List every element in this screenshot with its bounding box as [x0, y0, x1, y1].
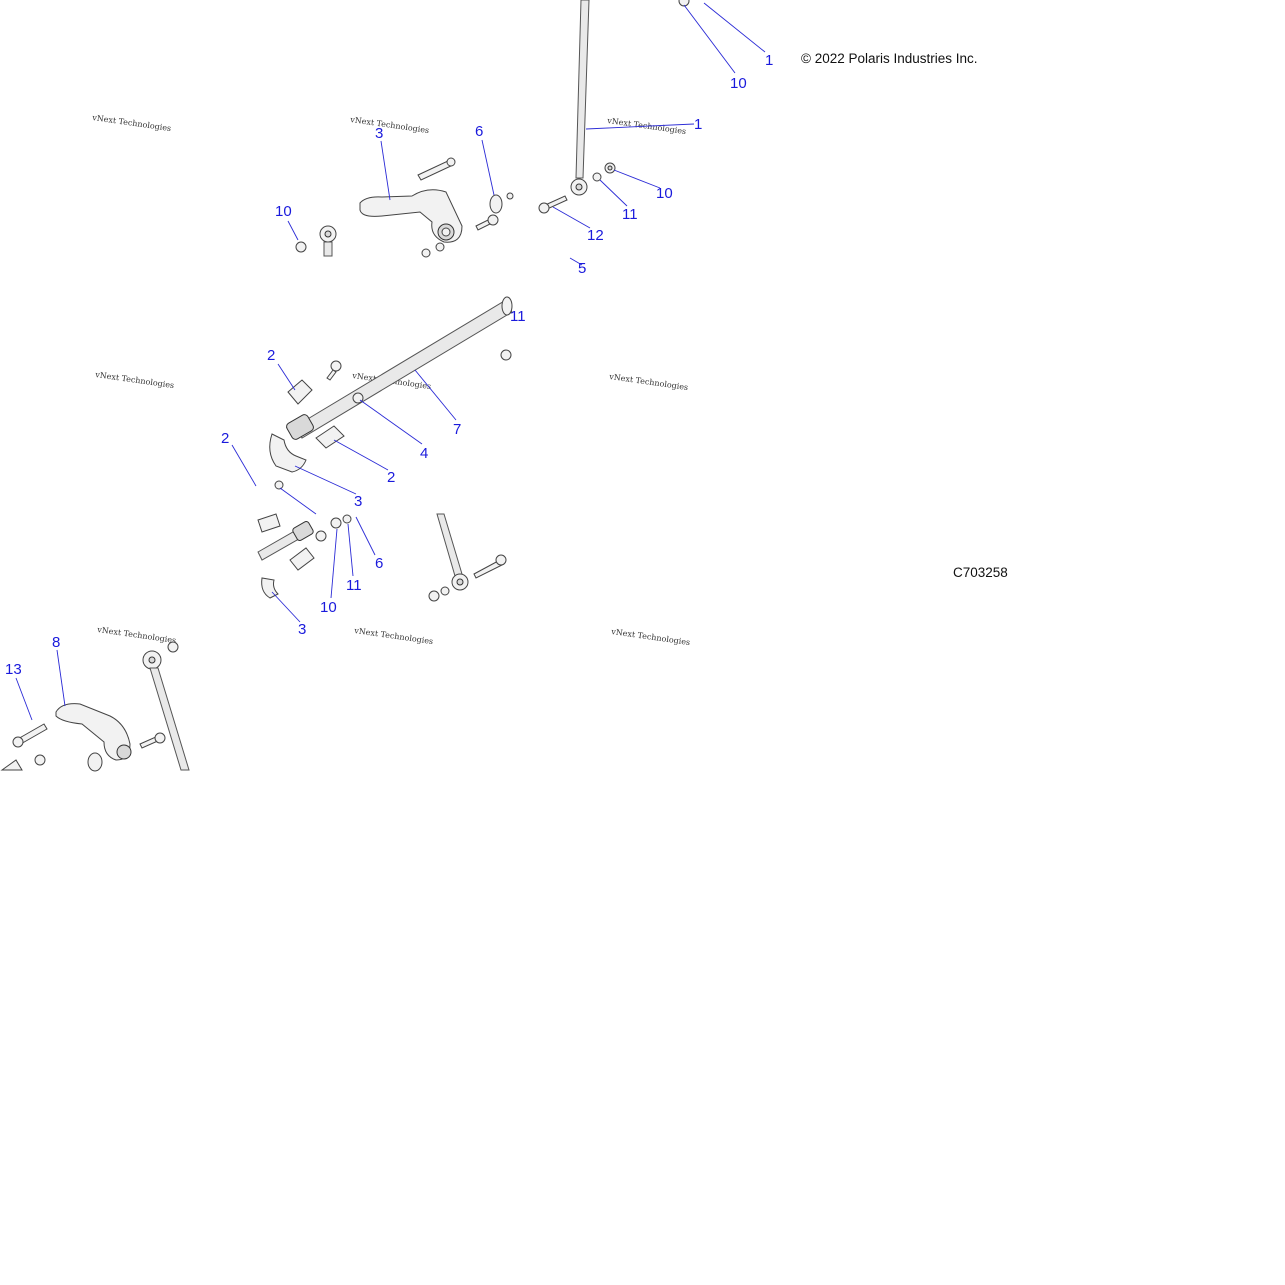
parts-illustration — [0, 0, 690, 772]
watermark: vNext Technologies — [96, 625, 177, 645]
callout-6-upper: 6 — [475, 123, 483, 140]
washer-small — [506, 192, 514, 200]
nut-lower-r — [428, 590, 440, 602]
callout-10-top: 10 — [730, 75, 747, 92]
bolt-lower-head — [495, 554, 507, 566]
link-rod-upper — [575, 0, 590, 179]
watermark: vNext Technologies — [353, 626, 434, 646]
leader-lines — [15, 2, 766, 721]
bolt-12-head — [538, 202, 550, 214]
figure-code: C703258 — [953, 565, 1008, 580]
nut-right — [500, 349, 512, 361]
watermark: vNext Technologies — [610, 627, 691, 647]
washer-10 — [330, 517, 342, 529]
bolt-13-head — [12, 736, 24, 748]
callout-5: 5 — [578, 260, 586, 277]
washer-11 — [342, 514, 352, 524]
callout-7: 7 — [453, 421, 461, 438]
callout-1-top: 1 — [765, 52, 773, 69]
callouts: 1 10 1 3 6 10 10 11 12 5 11 2 7 4 2 2 3 … — [5, 52, 773, 678]
pin-lower — [315, 530, 327, 542]
shift-arm-lower-boss — [116, 744, 132, 760]
copyright-notice: © 2022 Polaris Industries Inc. — [801, 51, 978, 66]
callout-13: 13 — [5, 661, 22, 678]
callout-1: 1 — [694, 116, 702, 133]
callout-8: 8 — [52, 634, 60, 651]
callout-3-middle: 3 — [354, 493, 362, 510]
callout-2-right: 2 — [387, 469, 395, 486]
washer-lower-r — [440, 586, 450, 596]
nut-bore — [607, 165, 613, 171]
o-ring-6 — [489, 194, 503, 214]
callout-11-lower: 11 — [346, 577, 362, 594]
pin-head — [487, 214, 499, 226]
washer-lower-2 — [435, 242, 445, 252]
bracket-lower — [261, 577, 279, 599]
bolt-upper-head — [446, 157, 456, 167]
bushing-2-right — [315, 425, 345, 449]
watermark: vNext Technologies — [349, 115, 430, 135]
shaft-spline — [286, 414, 314, 440]
pin-bottom — [34, 754, 46, 766]
grease-fitting-stem — [326, 369, 337, 381]
link-rod-lower — [436, 513, 463, 577]
rod-end-bottom-bore — [148, 656, 156, 664]
shift-arm-upper-boss-bore — [441, 227, 451, 237]
bracket-3 — [269, 433, 307, 473]
rod-end-upper-bore — [575, 183, 583, 191]
nut-top — [678, 0, 690, 7]
bushing-2-upper — [287, 379, 313, 405]
shift-shaft — [295, 299, 513, 439]
washer-lower — [421, 248, 431, 258]
callout-10-lower: 10 — [320, 599, 337, 616]
rod-end-left-bore — [324, 230, 332, 238]
shift-arm-upper — [359, 189, 463, 243]
bushing-lower-2 — [289, 547, 315, 571]
callout-11-upper: 11 — [622, 206, 638, 223]
callout-10-left: 10 — [275, 203, 292, 220]
callout-2-upper: 2 — [267, 347, 275, 364]
watermark: vNext Technologies — [94, 370, 175, 390]
callout-12: 12 — [587, 227, 604, 244]
nut-bottom — [167, 641, 179, 653]
callout-10-right: 10 — [656, 185, 673, 202]
callout-3-upper: 3 — [375, 125, 383, 142]
rod-end-lower-bore — [456, 578, 464, 586]
callout-3-lower: 3 — [298, 621, 306, 638]
callout-4: 4 — [420, 445, 428, 462]
pin-left-head — [154, 732, 166, 744]
nut-lower-left — [274, 480, 284, 490]
link-rod-bottom — [149, 667, 190, 771]
grease-fitting — [330, 360, 342, 372]
callout-6-lower: 6 — [375, 555, 383, 572]
callout-11-shaft: 11 — [510, 308, 526, 325]
nut-left — [295, 241, 307, 253]
o-ring-lower — [87, 752, 103, 772]
watermark: vNext Technologies — [608, 372, 689, 392]
rod-stub-left — [323, 241, 333, 257]
spline-lower — [292, 521, 314, 541]
bushing-lower — [257, 513, 281, 533]
watermark: vNext Technologies — [91, 113, 172, 133]
callout-2-left: 2 — [221, 430, 229, 447]
shaft-end-cap — [501, 296, 513, 316]
bushing-bottom — [0, 759, 23, 771]
washer — [592, 172, 602, 182]
